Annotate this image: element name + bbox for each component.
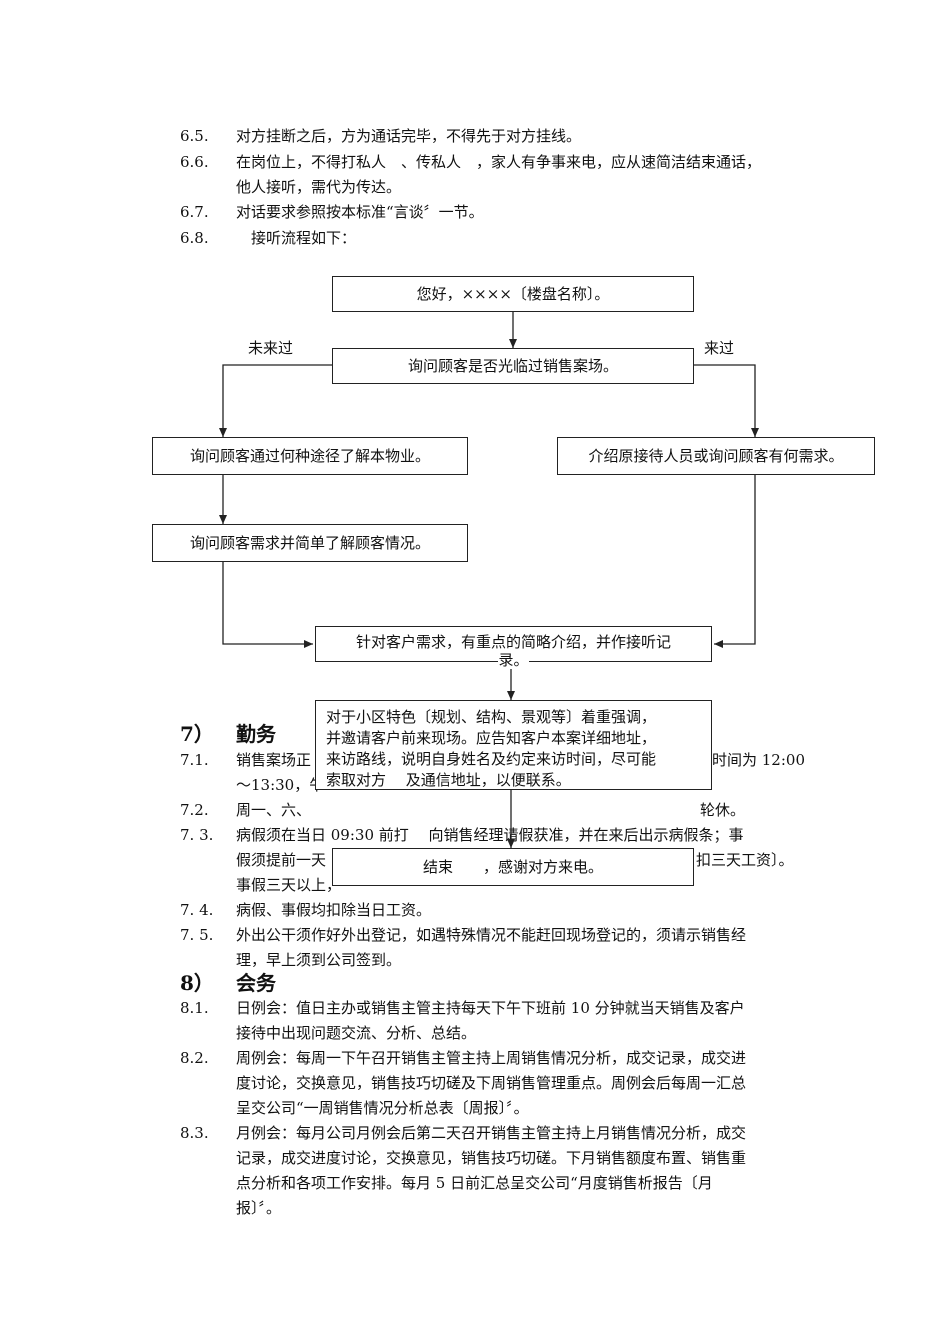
flow-box-ask-channel: 询问顾客通过何种途径了解本物业。	[152, 437, 468, 475]
item-number: 8.2.	[180, 1049, 209, 1067]
item-number: 7. 5.	[180, 926, 214, 944]
item-text: 在岗位上，不得打私人 、传私人 ，家人有争事来电，应从速简洁结束通话，	[236, 153, 762, 171]
flow-box-emphasis: 对于小区特色〔规划、结构、景观等〕着重强调， 并邀请客户前来现场。应告知客户本案…	[315, 700, 712, 790]
arrow-visited	[694, 364, 759, 437]
item-text: 记录，成交进度讨论，交换意见，销售技巧切磋。下月销售额度布置、销售重	[236, 1149, 747, 1167]
arrow-receptionist-to-intro	[714, 475, 756, 648]
item-text: 事假三天以上，	[236, 876, 342, 894]
item-text: 度讨论，交换意见，销售技巧切磋及下周销售管理重点。周例会后每周一汇总	[236, 1074, 747, 1092]
section-heading: 会务	[236, 971, 276, 995]
section-heading-number: 8）	[180, 971, 214, 995]
flow-box-end: 结束 ，感谢对方来电。	[332, 848, 694, 886]
arrow-needs-to-intro	[222, 562, 313, 648]
item-text: 假须提前一天	[236, 851, 327, 869]
item-text: 对话要求参照按本标准“言谈〞一节。	[236, 203, 484, 221]
flow-label-visited: 来过	[704, 339, 735, 357]
item-text: 接听流程如下：	[236, 229, 357, 247]
flow-box-ask-needs: 询问顾客需求并简单了解顾客情况。	[152, 524, 468, 562]
item-text: 他人接听，需代为传达。	[236, 178, 402, 196]
item-text: 外出公干须作好外出登记，如遇特殊情况不能赶回现场登记的，须请示销售经	[236, 926, 747, 944]
item-number: 7. 4.	[180, 901, 214, 919]
item-number: 7.2.	[180, 801, 209, 819]
item-number: 8.3.	[180, 1124, 209, 1142]
item-text: 周一、六、	[236, 801, 312, 819]
item-text: 日例会：值日主办或销售主管主持每天下午下班前 10 分钟就当天销售及客户	[236, 999, 745, 1017]
item-text: 报〕〞。	[236, 1199, 282, 1217]
flow-text: 对于小区特色〔规划、结构、景观等〕着重强调，	[326, 708, 657, 726]
item-text: 点分析和各项工作安排。每月 5 日前汇总呈交公司“月度销售析报告〔月	[236, 1174, 713, 1192]
flow-box-brief-intro: 针对客户需求，有重点的简略介绍，并作接听记 录。	[315, 626, 712, 669]
item-text: 时间为 12:00	[712, 751, 805, 769]
item-number: 7.1.	[180, 751, 209, 769]
flow-text: 录。	[498, 651, 529, 669]
item-text: 月例会：每月公司月例会后第二天召开销售主管主持上月销售情况分析，成交	[236, 1124, 747, 1142]
item-text: 呈交公司“一周销售情况分析总表〔周报〕〞。	[236, 1099, 529, 1117]
flow-text: 来访路线，说明自身姓名及约定来访时间，尽可能	[326, 750, 657, 768]
item-text: 轮休。	[700, 801, 746, 819]
section-heading: 勤务	[236, 722, 276, 746]
arrow-not-visited	[219, 364, 332, 437]
flow-text: 并邀请客户前来现场。应告知客户本案详细地址，	[326, 729, 657, 747]
item-number: 6.8.	[180, 229, 209, 247]
item-number: 6.5.	[180, 127, 209, 145]
item-text: 周例会：每周一下午召开销售主管主持上周销售情况分析，成交记录，成交进	[236, 1049, 747, 1067]
flow-box-ask-visited: 询问顾客是否光临过销售案场。	[332, 348, 694, 384]
item-text: 理，早上须到公司签到。	[236, 951, 402, 969]
flow-text: 针对客户需求，有重点的简略介绍，并作接听记	[355, 633, 671, 651]
item-number: 6.7.	[180, 203, 209, 221]
item-number: 7. 3.	[180, 826, 214, 844]
item-text: 病假、事假均扣除当日工资。	[236, 901, 432, 919]
item-text: ～13:30，午	[236, 776, 325, 794]
flow-label-not-visited: 未来过	[248, 339, 294, 357]
item-text: 对方挂断之后，方为通话完毕，不得先于对方挂线。	[236, 127, 582, 145]
item-number: 8.1.	[180, 999, 209, 1017]
item-text: 扣三天工资〕。	[696, 851, 794, 869]
flow-box-greeting: 您好，××××〔楼盘名称〕。	[332, 276, 694, 312]
item-number: 6.6.	[180, 153, 209, 171]
item-text: 接待中出现问题交流、分析、总结。	[236, 1024, 477, 1042]
flow-text: 索取对方 及通信地址，以便联系。	[326, 771, 571, 789]
section-heading-number: 7）	[180, 722, 214, 746]
item-text: 病假须在当日 09:30 前打 向销售经理请假获准，并在来后出示病假条；事	[236, 826, 744, 844]
item-text: 销售案场正	[236, 751, 312, 769]
flow-box-introduce-receptionist: 介绍原接待人员或询问顾客有何需求。	[557, 437, 875, 475]
